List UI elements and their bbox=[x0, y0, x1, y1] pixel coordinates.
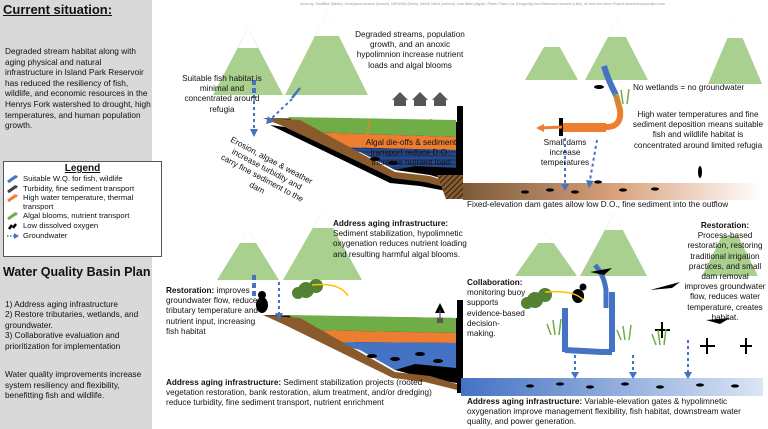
legend: Legend Suitable W.Q. for fish, wildlife … bbox=[3, 161, 162, 257]
tributary-orange bbox=[562, 123, 606, 132]
restoration-left: Restoration: improves groundwater flow, … bbox=[166, 286, 262, 336]
algae-icon-top bbox=[418, 118, 432, 131]
mountains-top bbox=[213, 12, 762, 95]
aging-infra-bottom-right: Address aging infrastructure: Variable-e… bbox=[467, 397, 741, 427]
restoration-right: Restoration: Process-based restoration, … bbox=[684, 221, 766, 322]
fixed-gates-label: Fixed-elevation dam gates allow low D.O.… bbox=[467, 200, 729, 209]
grey-arrow-icon bbox=[7, 184, 18, 193]
plan-text: Water quality improvements increase syst… bbox=[5, 369, 142, 401]
legend-item-high-temp: High water temperature, thermal transpor… bbox=[7, 193, 158, 211]
blue-arrow-icon bbox=[7, 175, 18, 183]
small-dams-label: Small dams increase temperatures bbox=[540, 138, 590, 168]
plan-list: 1) Address aging infrastructure 2) Resto… bbox=[5, 299, 151, 351]
reed-icons bbox=[546, 318, 667, 346]
current-situation-text: Degraded stream habitat along with aging… bbox=[5, 46, 151, 131]
reservoir-bottom bbox=[263, 315, 457, 390]
mountains-bottom bbox=[217, 210, 758, 280]
plan-item: 2) Restore tributaries, wetlands, and gr… bbox=[5, 309, 139, 330]
algal-dieoffs-label: Algal die-offs & sediment transport redu… bbox=[365, 138, 457, 168]
bush-icons bbox=[292, 279, 552, 309]
plan-item: 3) Collaborative evaluation and prioriti… bbox=[5, 330, 121, 351]
image-credits: Icons by: Smalllike (fishes), Georgiana … bbox=[300, 2, 665, 6]
dam-top bbox=[457, 106, 463, 199]
groundwater-arrows-top bbox=[253, 95, 598, 184]
aging-infra-center: Address aging infrastructure: Sediment s… bbox=[333, 219, 467, 259]
fish-icons-bottom bbox=[367, 352, 739, 389]
black-dash-icon bbox=[8, 223, 17, 230]
legend-title: Legend bbox=[64, 163, 101, 174]
green-arrow-icon bbox=[7, 212, 18, 221]
current-situation-title: Current situation: bbox=[3, 2, 113, 17]
reservoir-top bbox=[263, 117, 457, 193]
high-temps-label: High water temperatures and fine sedimen… bbox=[632, 110, 764, 150]
legend-item-suitable: Suitable W.Q. for fish, wildlife bbox=[7, 174, 158, 184]
collaboration-label: Collaboration: monitoring buoy supports … bbox=[467, 278, 526, 339]
fish-icons-top bbox=[370, 85, 702, 194]
dotted-arrow-icon bbox=[7, 232, 19, 239]
legend-item-low-do: Low dissolved oxygen bbox=[7, 221, 158, 231]
groundwater-arrows-bottom bbox=[278, 282, 689, 372]
degraded-streams-label: Degraded streams, population growth, and… bbox=[355, 30, 465, 70]
dam-bottom bbox=[457, 300, 463, 393]
suitable-habitat-label: Suitable fish habitat is minimal and con… bbox=[182, 74, 262, 114]
houses-icon bbox=[392, 92, 448, 106]
dam-sediment bbox=[437, 175, 463, 199]
legend-item-algal: Algal blooms, nutrient transport bbox=[7, 212, 158, 221]
orange-arrow-icon bbox=[7, 194, 18, 203]
aging-infra-bottom-left: Address aging infrastructure: Sediment s… bbox=[166, 378, 432, 408]
outflow-top bbox=[463, 183, 763, 200]
plan-title: Water Quality Basin Plan bbox=[3, 265, 151, 279]
buoy-icon bbox=[437, 310, 443, 323]
legend-item-turbidity: Turbidity, fine sediment transport bbox=[7, 184, 158, 194]
no-wetlands-label: No wetlands = no groundwater bbox=[633, 83, 745, 92]
wildlife-icons bbox=[256, 268, 752, 354]
wetland-plant-icon bbox=[613, 88, 630, 105]
legend-item-groundwater: Groundwater bbox=[7, 231, 158, 241]
plan-item: 1) Address aging infrastructure bbox=[5, 299, 118, 309]
outflow-bottom bbox=[461, 378, 763, 396]
blue-stream-right bbox=[601, 65, 619, 97]
